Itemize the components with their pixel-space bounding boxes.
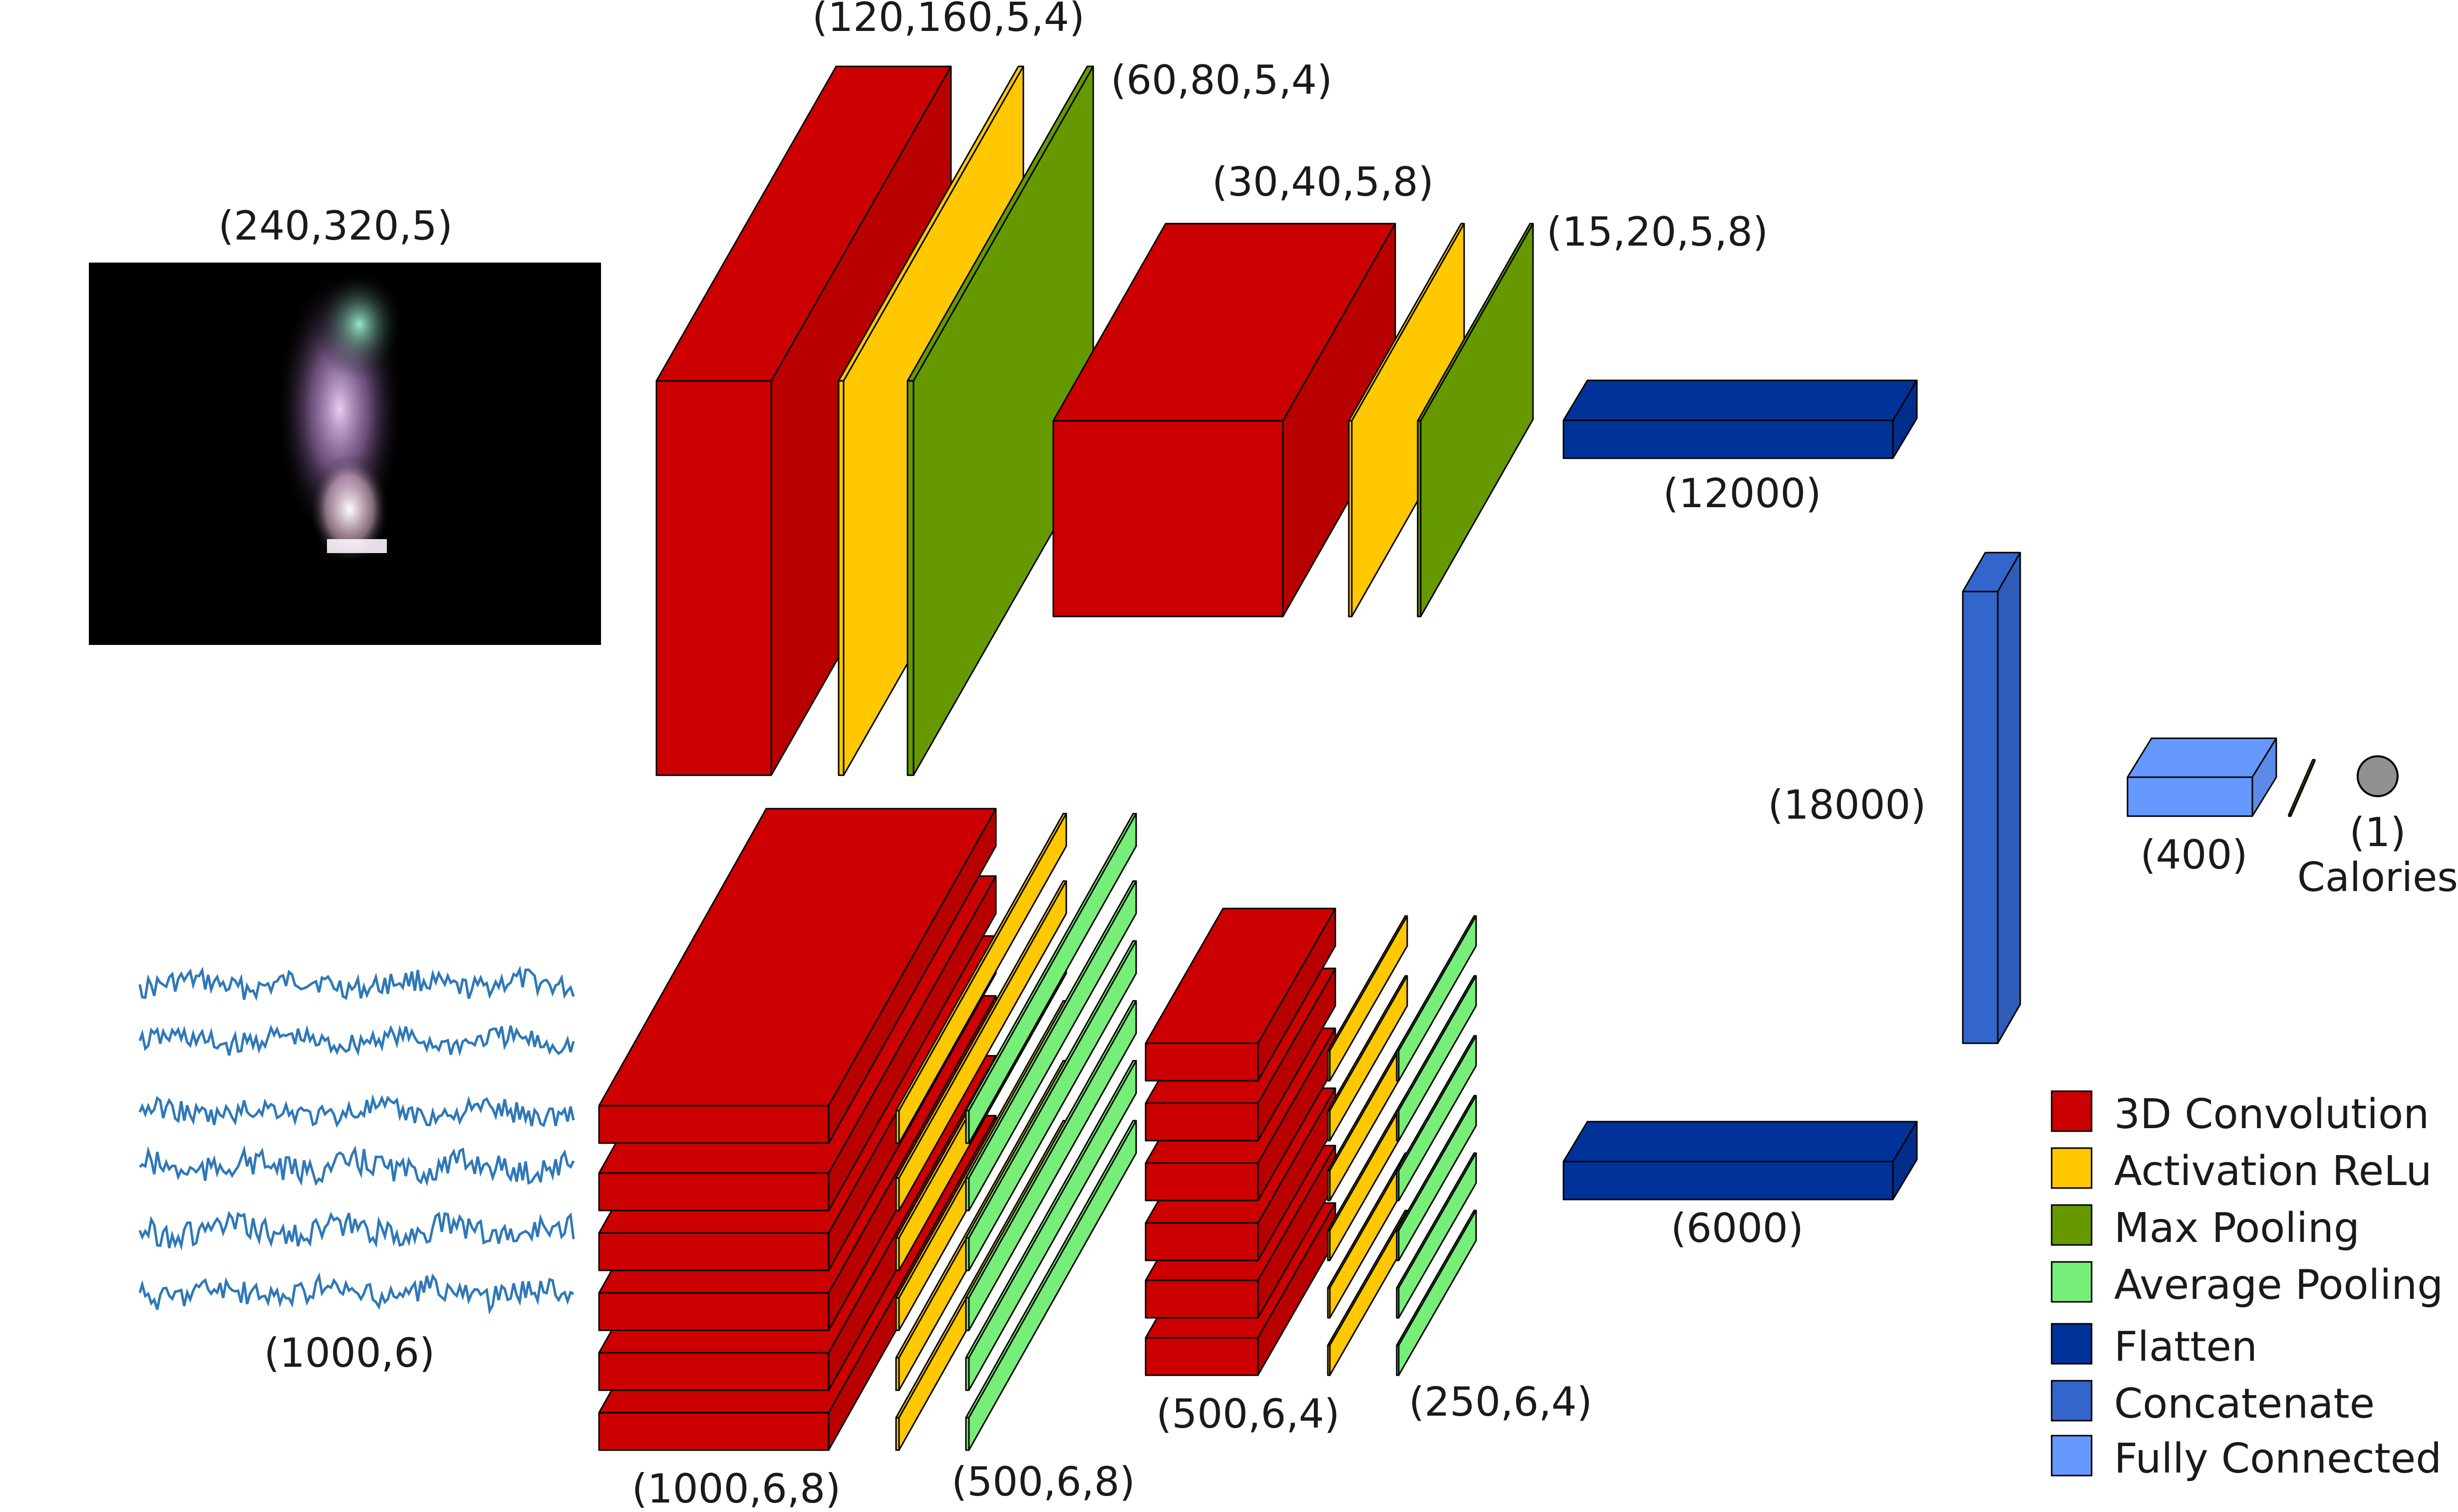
legend-swatch-relu <box>2051 1147 2093 1189</box>
output-name-label: Calories <box>2297 854 2458 901</box>
signal-trace <box>138 1094 575 1128</box>
legend-swatch-conv <box>2051 1090 2093 1132</box>
legend: 3D Convolution Activation ReLu Max Pooli… <box>2051 1090 2443 1483</box>
legend-item-concat: Concatenate <box>2051 1380 2375 1428</box>
signal-avgpool2-slice <box>1396 1035 1477 1202</box>
legend-label-maxpool: Max Pooling <box>2114 1205 2360 1252</box>
signal-relu2-slice <box>1327 975 1408 1142</box>
signal-relu1-slice <box>895 813 1067 1144</box>
signal-avgpool2-slice <box>1396 1210 1477 1376</box>
signal-branch <box>598 808 1918 1451</box>
signal-flatten-shape-label: (6000) <box>1671 1205 1804 1251</box>
dense-shape-label: (400) <box>2140 832 2247 878</box>
legend-label-relu: Activation ReLu <box>2114 1148 2432 1195</box>
input-signal-traces <box>138 965 575 1315</box>
video-conv2-block <box>1052 223 1396 617</box>
video-branch <box>655 65 1918 776</box>
legend-item-dense: Fully Connected <box>2051 1435 2442 1483</box>
signal-input-shape-label: (1000,6) <box>264 1330 435 1376</box>
legend-label-conv: 3D Convolution <box>2114 1091 2429 1138</box>
legend-item-flatten: Flatten <box>2051 1323 2257 1371</box>
signal-avgpool1-slice <box>965 1000 1137 1331</box>
concat-shape-label: (18000) <box>1768 782 1926 828</box>
legend-swatch-flatten <box>2051 1323 2093 1365</box>
video-maxpool2-layer <box>1417 223 1534 617</box>
video-input-shape-label: (240,320,5) <box>218 203 453 249</box>
dense-block <box>2127 737 2277 817</box>
signal-avgpool1-slice <box>965 940 1137 1271</box>
signal-pool1-shape-label: (500,6,8) <box>951 1459 1135 1505</box>
signal-conv1-shape-label: (1000,6,8) <box>632 1466 841 1512</box>
video-flatten-shape-label: (12000) <box>1663 470 1822 517</box>
legend-swatch-maxpool <box>2051 1204 2093 1246</box>
signal-conv1-slice <box>598 808 997 1144</box>
legend-swatch-avgpool <box>2051 1261 2093 1303</box>
signal-trace <box>138 1210 575 1251</box>
signal-pool2-shape-label: (250,6,4) <box>1409 1379 1592 1425</box>
signal-avgpool2-slice <box>1396 1095 1477 1261</box>
signal-avgpool1-slice <box>965 880 1137 1211</box>
output-shape-label: (1) <box>2349 809 2406 856</box>
legend-item-conv: 3D Convolution <box>2051 1090 2429 1138</box>
signal-conv2-slice <box>1145 907 1336 1082</box>
legend-label-avgpool: Average Pooling <box>2114 1261 2443 1309</box>
signal-trace <box>138 1272 575 1315</box>
legend-item-maxpool: Max Pooling <box>2051 1204 2360 1252</box>
legend-label-flatten: Flatten <box>2114 1323 2257 1371</box>
legend-item-relu: Activation ReLu <box>2051 1147 2432 1195</box>
signal-relu2-slice <box>1327 1095 1408 1261</box>
signal-avgpool2-slice <box>1396 975 1477 1142</box>
signal-avgpool1-slice <box>965 813 1137 1144</box>
video-flatten-block <box>1562 379 1918 459</box>
video-pool2-shape-label: (15,20,5,8) <box>1546 209 1768 255</box>
video-pool1-shape-label: (60,80,5,4) <box>1111 57 1332 103</box>
concat-block <box>1962 552 2021 1044</box>
signal-relu1-slice <box>895 880 1067 1211</box>
legend-label-concat: Concatenate <box>2114 1380 2375 1428</box>
signal-avgpool2-slice <box>1396 915 1477 1082</box>
signal-conv2-shape-label: (500,6,4) <box>1156 1391 1340 1437</box>
signal-trace <box>139 1145 575 1187</box>
video-conv1-shape-label: (120,160,5,4) <box>812 0 1085 40</box>
signal-trace <box>138 1024 575 1057</box>
legend-label-dense: Fully Connected <box>2114 1435 2442 1483</box>
output-node <box>2357 755 2399 797</box>
legend-swatch-concat <box>2051 1380 2093 1422</box>
signal-flatten-block <box>1562 1121 1918 1201</box>
signal-avgpool1-slice <box>965 1060 1137 1391</box>
input-video-frame <box>89 263 601 645</box>
signal-avgpool1-slice <box>965 1120 1137 1451</box>
signal-relu2-slice <box>1327 915 1408 1082</box>
video-conv2-shape-label: (30,40,5,8) <box>1212 159 1434 205</box>
signal-avgpool2-slice <box>1396 1152 1477 1319</box>
output-relu-layer <box>2288 759 2316 817</box>
legend-swatch-dense <box>2051 1435 2093 1477</box>
merge-head <box>1962 552 2399 1044</box>
legend-item-avgpool: Average Pooling <box>2051 1261 2443 1309</box>
signal-trace <box>138 965 575 1001</box>
